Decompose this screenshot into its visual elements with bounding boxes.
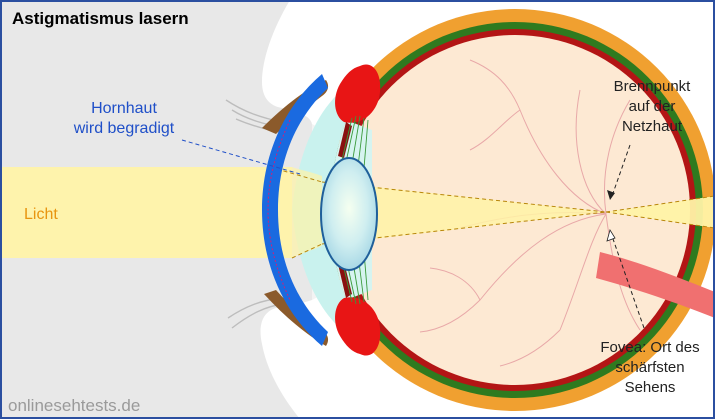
fovea-label-line1: Fovea: Ort des bbox=[600, 339, 699, 356]
fovea-label-line3: Sehens bbox=[625, 379, 676, 396]
optic-nerve bbox=[596, 252, 715, 318]
cornea-label-line2: wird begradigt bbox=[73, 120, 175, 137]
focus-leader bbox=[611, 144, 631, 197]
light-beam-exit bbox=[606, 196, 715, 228]
ciliary-body-bottom bbox=[335, 297, 381, 356]
light-label: Licht bbox=[24, 206, 58, 223]
focus-label-line3: Netzhaut bbox=[622, 118, 683, 135]
light-beam-converging bbox=[330, 182, 606, 244]
ciliary-body-top bbox=[335, 64, 381, 123]
original-cornea-curve bbox=[267, 119, 291, 301]
focus-arrow bbox=[607, 190, 615, 200]
focus-label-line2: auf der bbox=[629, 98, 676, 115]
fovea-leader bbox=[611, 235, 645, 329]
cornea-label-line1: Hornhaut bbox=[91, 100, 157, 117]
light-beam-cornea bbox=[292, 167, 322, 258]
focus-label-line1: Brennpunkt bbox=[614, 78, 692, 95]
lens bbox=[320, 157, 378, 271]
fovea-arrow bbox=[606, 229, 616, 242]
light-beam bbox=[0, 167, 292, 258]
fovea-label-line2: schärfsten bbox=[615, 359, 684, 376]
cornea bbox=[262, 74, 328, 346]
diagram-title: Astigmatismus lasern bbox=[12, 9, 189, 28]
watermark: onlinesehtests.de bbox=[8, 396, 140, 415]
